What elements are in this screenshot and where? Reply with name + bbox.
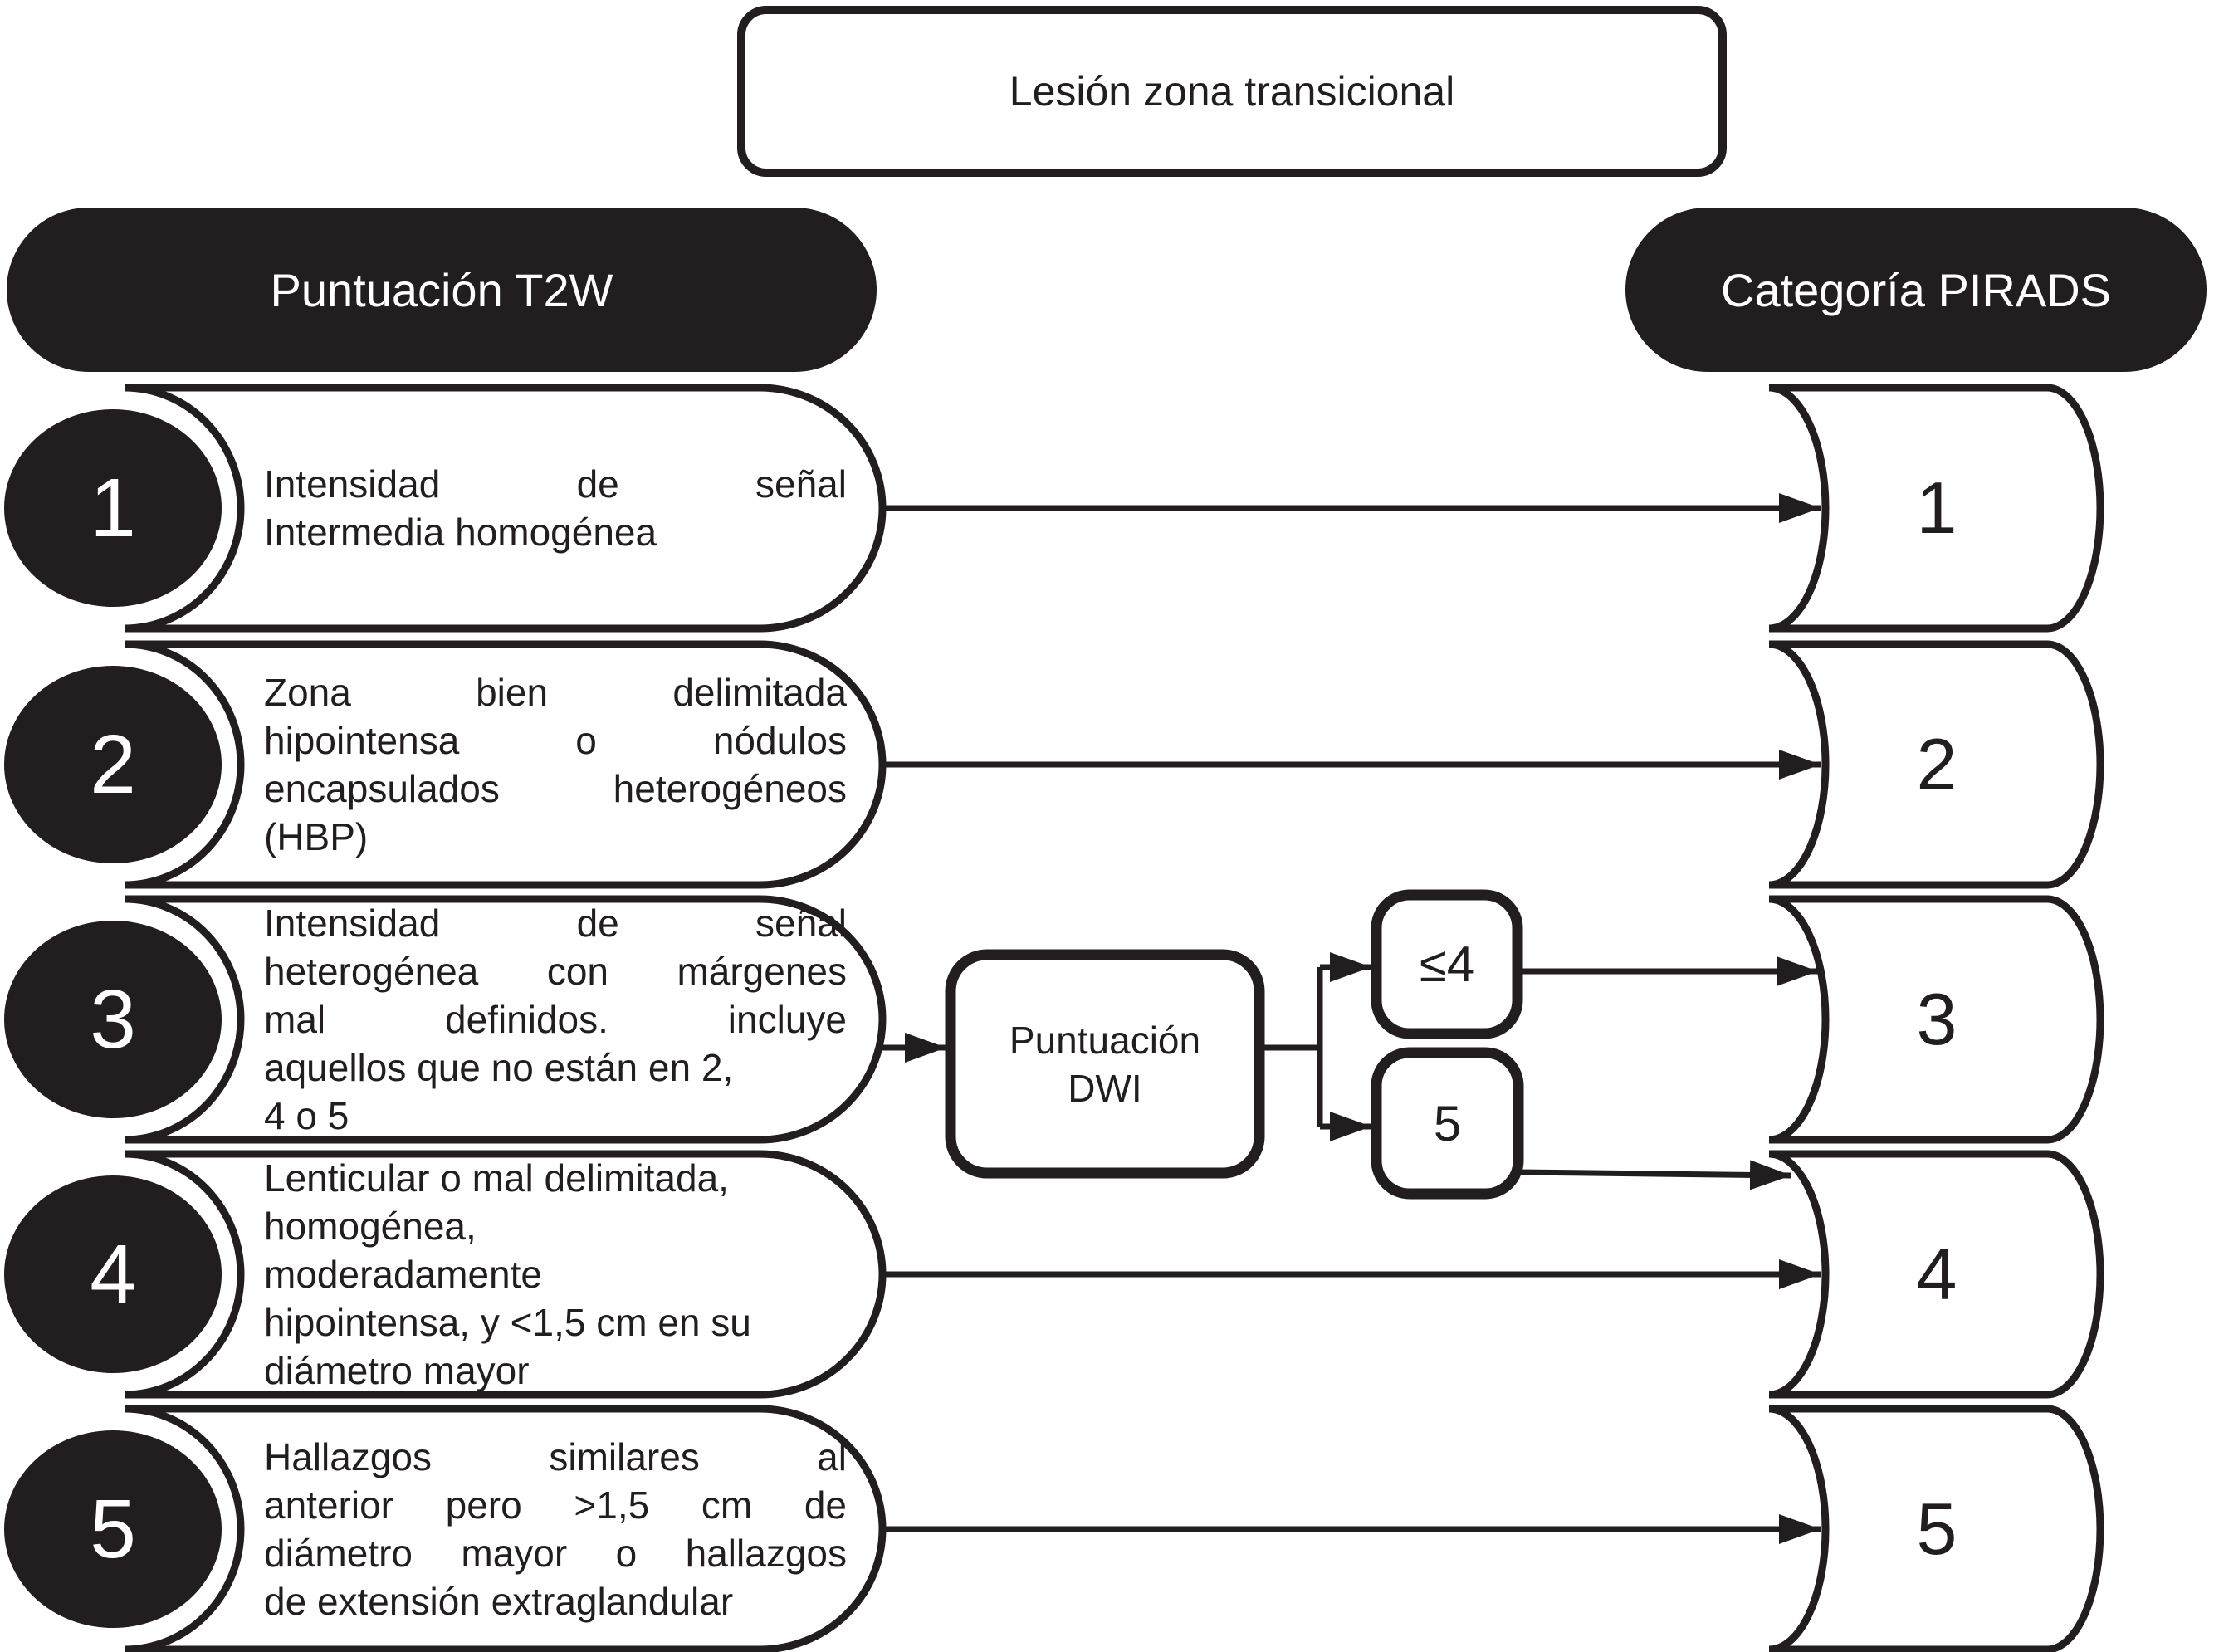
pirads-number-2: 2 [1916,723,1957,805]
t2w-box-4 [124,1150,887,1399]
t2w-description-5: Hallazgos similares al anterior pero >1,… [264,1409,847,1650]
right-header-pill [1625,208,2207,372]
dwi-score-label-line1: Puntuación [1009,1018,1201,1062]
t2w-box-1 [124,384,887,633]
description-line: anterior pero >1,5 cm de [264,1483,847,1527]
t2w-description-3: Intensidad de señal heterogénea con márg… [264,899,847,1140]
description-line: 4 o 5 [264,1094,349,1137]
score-number-3: 3 [90,972,136,1066]
dwi-le4-box [1371,889,1523,1039]
pirads-box-4 [1768,1150,2104,1399]
description-line: Intensidad de señal [264,462,847,506]
dwi-score-label-line2: DWI [1068,1066,1142,1110]
t2w-box-5 [124,1405,887,1652]
description-line: heterogénea con márgenes [264,950,847,993]
t2w-box-2 [124,640,887,889]
description-line: mal definidos. incluye [264,998,847,1041]
left-header-label: Puntuación T2W [270,263,613,316]
t2w-description-2: Zona bien delimitada hipointensa o nódul… [264,644,847,885]
t2w-box-3 [124,895,887,1144]
arrow-5-to-pirads4 [1518,1160,1792,1190]
pirads-number-5: 5 [1916,1488,1957,1570]
description-line: diámetro mayor o hallazgos [264,1532,847,1575]
dwi-5-box [1371,1047,1524,1200]
pirads-box-1 [1768,384,2104,633]
score-number-1: 1 [90,461,136,555]
description-line: Hallazgos similares al [264,1435,847,1478]
score-circle-4 [4,1175,222,1373]
t2w-description-1: Intensidad de señal Intermedia homogénea [264,388,847,628]
pirads-number-4: 4 [1916,1233,1957,1315]
description-line: Zona bien delimitada [264,671,847,714]
description-line: Intensidad de señal [264,902,847,945]
description-line: homogénea, [264,1205,477,1248]
page-title: Lesión zona transicional [1009,68,1455,115]
dwi-score-box [945,949,1265,1179]
left-header-pill [7,208,877,372]
score-number-5: 5 [90,1482,136,1576]
pirads-box-5 [1768,1405,2104,1652]
pirads-number-1: 1 [1916,467,1957,549]
pirads-box-2 [1768,640,2104,889]
description-line: aquellos que no están en 2, [264,1046,734,1089]
description-line: encapsulados heterogéneos [264,767,847,810]
description-line: (HBP) [264,815,369,858]
dwi-le4-label: ≤4 [1419,936,1475,992]
pirads-number-3: 3 [1916,978,1957,1060]
score-number-4: 4 [90,1227,136,1321]
dwi-score-label: Puntuación DWI [951,955,1259,1173]
description-line: Lenticular o mal delimitada, [264,1156,729,1200]
description-line: de extensión extraglandular [264,1580,734,1623]
description-line: hipointensa o nódulos [264,719,847,762]
description-line: diámetro mayor [264,1349,530,1392]
score-circle-1 [4,409,222,607]
description-line: Intermedia homogénea [264,511,657,554]
score-circle-2 [4,666,222,863]
score-circle-3 [4,921,222,1118]
dwi-5-label: 5 [1433,1095,1462,1151]
t2w-description-4: Lenticular o mal delimitada, homogénea, … [264,1154,847,1395]
description-line: hipointensa, y <1,5 cm en su [264,1301,751,1344]
score-number-2: 2 [90,717,136,811]
score-circle-5 [4,1430,222,1628]
right-header-label: Categoría PIRADS [1721,263,2111,316]
description-line: moderadamente [264,1253,542,1296]
title-box [737,6,1727,177]
